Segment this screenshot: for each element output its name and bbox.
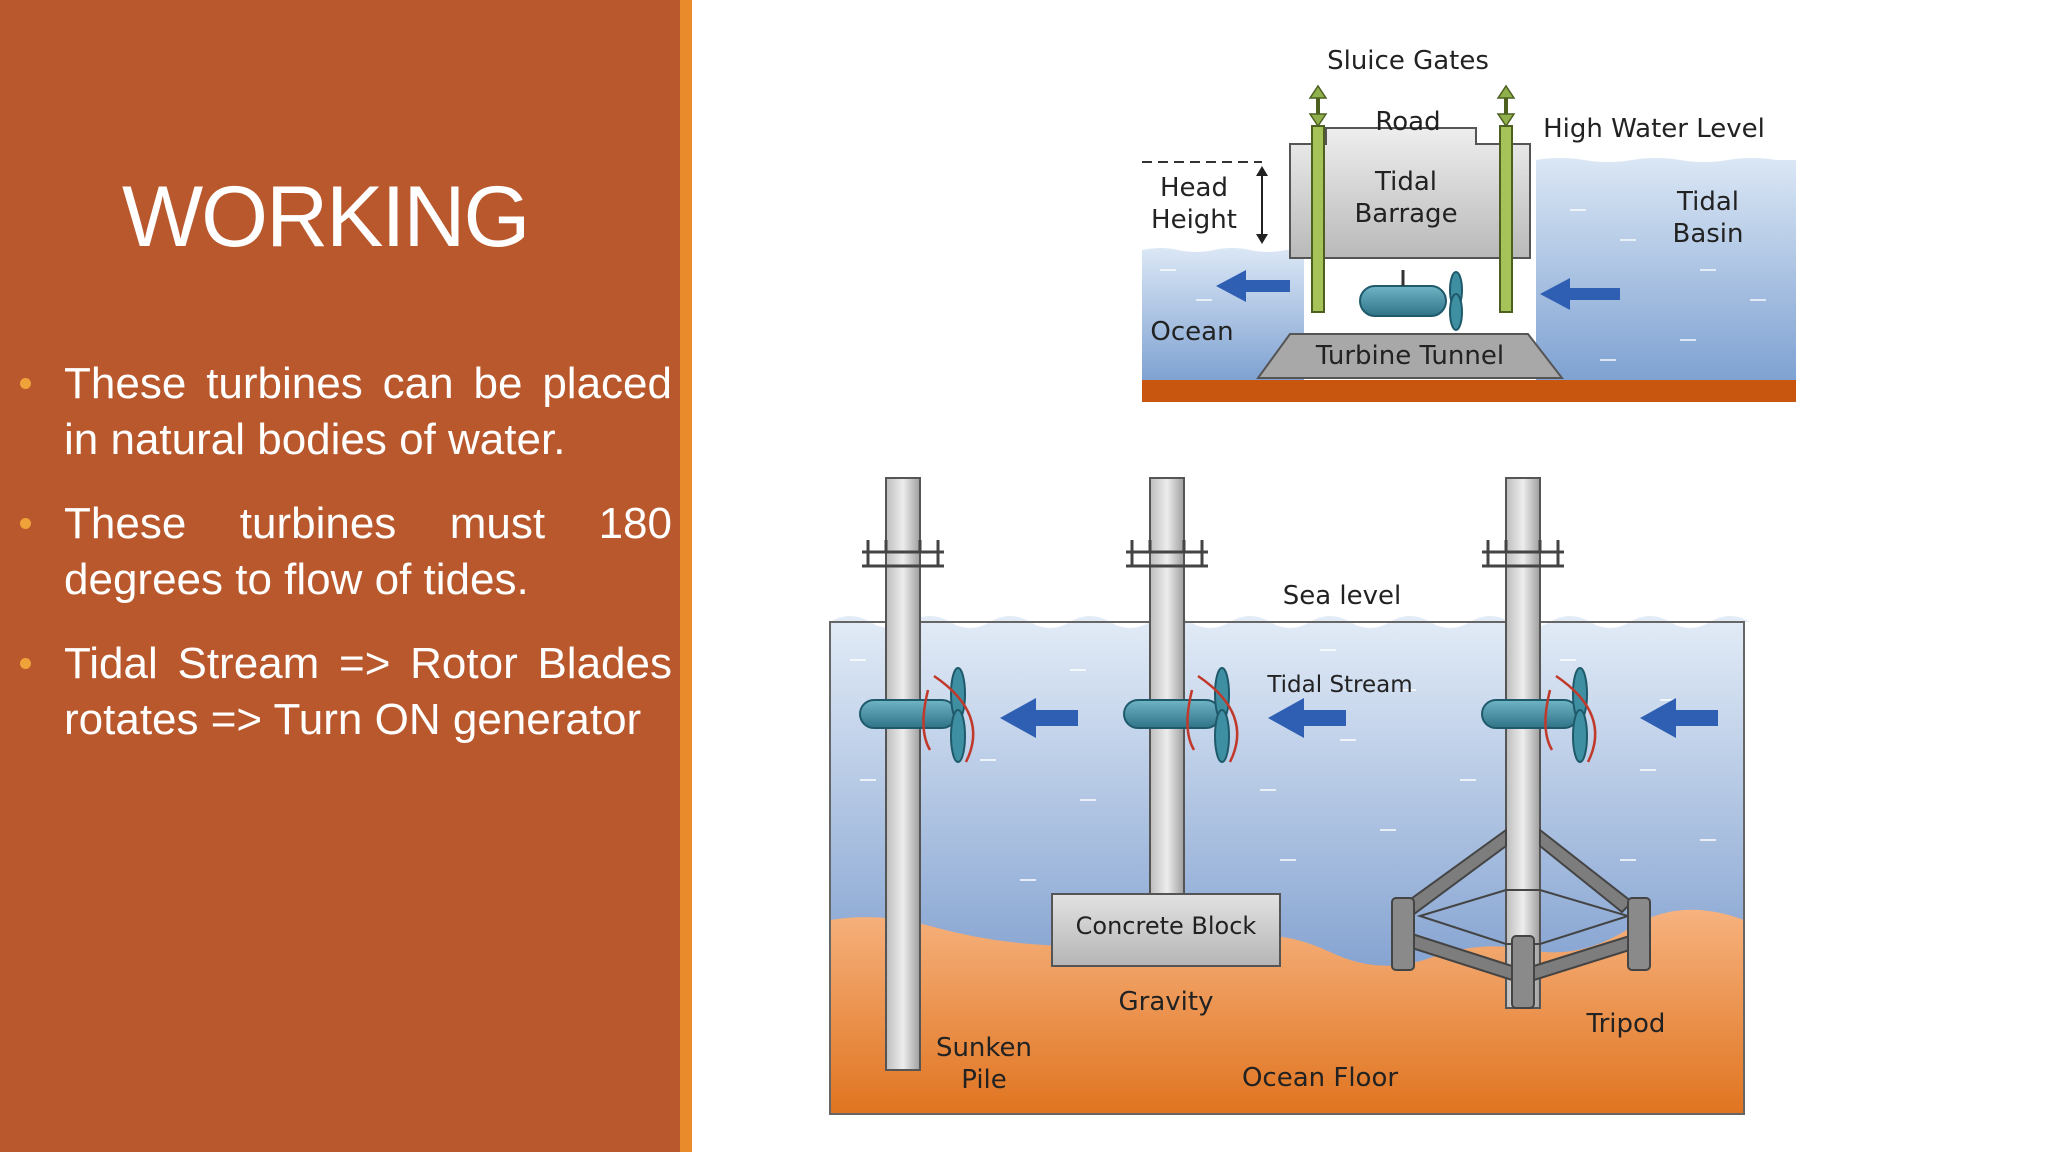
bullet-text: These turbines can be placed in natural … <box>64 359 672 464</box>
bullet-dot-icon <box>20 658 31 669</box>
tripod-pole <box>1505 477 1541 1009</box>
barrage-body <box>1289 127 1531 259</box>
bullet-text: These turbines must 180 degrees to flow … <box>64 499 672 604</box>
sunken-pile-pole <box>885 477 921 1071</box>
bullet-text: Tidal Stream => Rotor Blades rotates => … <box>64 639 672 744</box>
tripod-label: Tripod <box>1586 1009 1666 1039</box>
head-label: Head <box>1160 173 1228 203</box>
basin-water <box>1536 158 1796 380</box>
ocean-floor-label: Ocean Floor <box>1242 1063 1398 1093</box>
basin-flow-arrow <box>1540 278 1620 310</box>
tripod-leg-center <box>1511 935 1535 1009</box>
bullet-dot-icon <box>20 518 31 529</box>
tripod-leg-right <box>1627 897 1651 971</box>
ocean-label: Ocean <box>1150 317 1233 347</box>
sluice-gate-left <box>1311 125 1325 313</box>
stream-turbine <box>1123 667 1239 763</box>
ocean-flow-arrow <box>1216 270 1290 302</box>
pile2-platform <box>1126 540 1208 568</box>
sea-level-label: Sea level <box>1283 581 1402 611</box>
road-label: Road <box>1375 107 1440 137</box>
stream-flow-arrow <box>1000 698 1078 738</box>
high-water-level-label: High Water Level <box>1543 114 1765 144</box>
barrage-turbine <box>1359 285 1447 317</box>
tidal-barrage-label-line2: Barrage <box>1354 199 1457 229</box>
tidal-basin-label-line2: Basin <box>1672 219 1743 249</box>
stream-flow-arrow <box>1640 698 1718 738</box>
sluice-gate-arrowheads <box>1308 84 1516 128</box>
concrete-block <box>1051 893 1281 967</box>
stream-frame <box>829 621 1745 1115</box>
title-panel <box>0 0 688 1152</box>
barrage-seabed <box>1142 380 1796 402</box>
bullet-dot-icon <box>20 378 31 389</box>
bullet-list: These turbines can be placed in natural … <box>20 356 672 776</box>
tidal-stream-label: Tidal Stream <box>1266 672 1412 698</box>
stream-flow-arrow <box>1268 698 1346 738</box>
bullet-item: These turbines must 180 degrees to flow … <box>20 496 672 608</box>
barrage-turbine-blade <box>1449 293 1463 331</box>
turbine-tunnel-label: Turbine Tunnel <box>1315 341 1504 371</box>
height-label: Height <box>1151 205 1237 235</box>
tidal-basin-label-line1: Tidal <box>1676 187 1739 217</box>
accent-divider <box>680 0 692 1152</box>
sluice-gates-label: Sluice Gates <box>1327 46 1489 76</box>
tidal-barrage-label-line1: Tidal <box>1374 167 1437 197</box>
stream-diagram: Sea level Tidal Stream Concrete Block Gr… <box>829 477 1750 1115</box>
pile3-platform <box>1482 540 1564 568</box>
pile1-platform <box>862 540 944 568</box>
stream-turbine <box>1481 667 1597 763</box>
turbine-tunnel <box>1256 333 1565 379</box>
sunken-pile-label-line1: Sunken <box>936 1033 1032 1063</box>
tripod-frame <box>1402 827 1637 982</box>
bullet-item: Tidal Stream => Rotor Blades rotates => … <box>20 636 672 748</box>
sunken-pile-label-line2: Pile <box>961 1065 1007 1095</box>
barrage-diagram: Sluice Gates Road High Water Level Head … <box>1142 46 1796 402</box>
gravity-label: Gravity <box>1119 987 1214 1017</box>
sluice-gate-right <box>1499 125 1513 313</box>
stream-turbine <box>859 667 975 763</box>
slide-title: WORKING <box>122 169 530 265</box>
bullet-item: These turbines can be placed in natural … <box>20 356 672 468</box>
concrete-block-label: Concrete Block <box>1076 912 1257 940</box>
gravity-pole <box>1149 477 1185 899</box>
barrage-water-ripples <box>1160 209 1766 361</box>
tripod-leg-left <box>1391 897 1415 971</box>
